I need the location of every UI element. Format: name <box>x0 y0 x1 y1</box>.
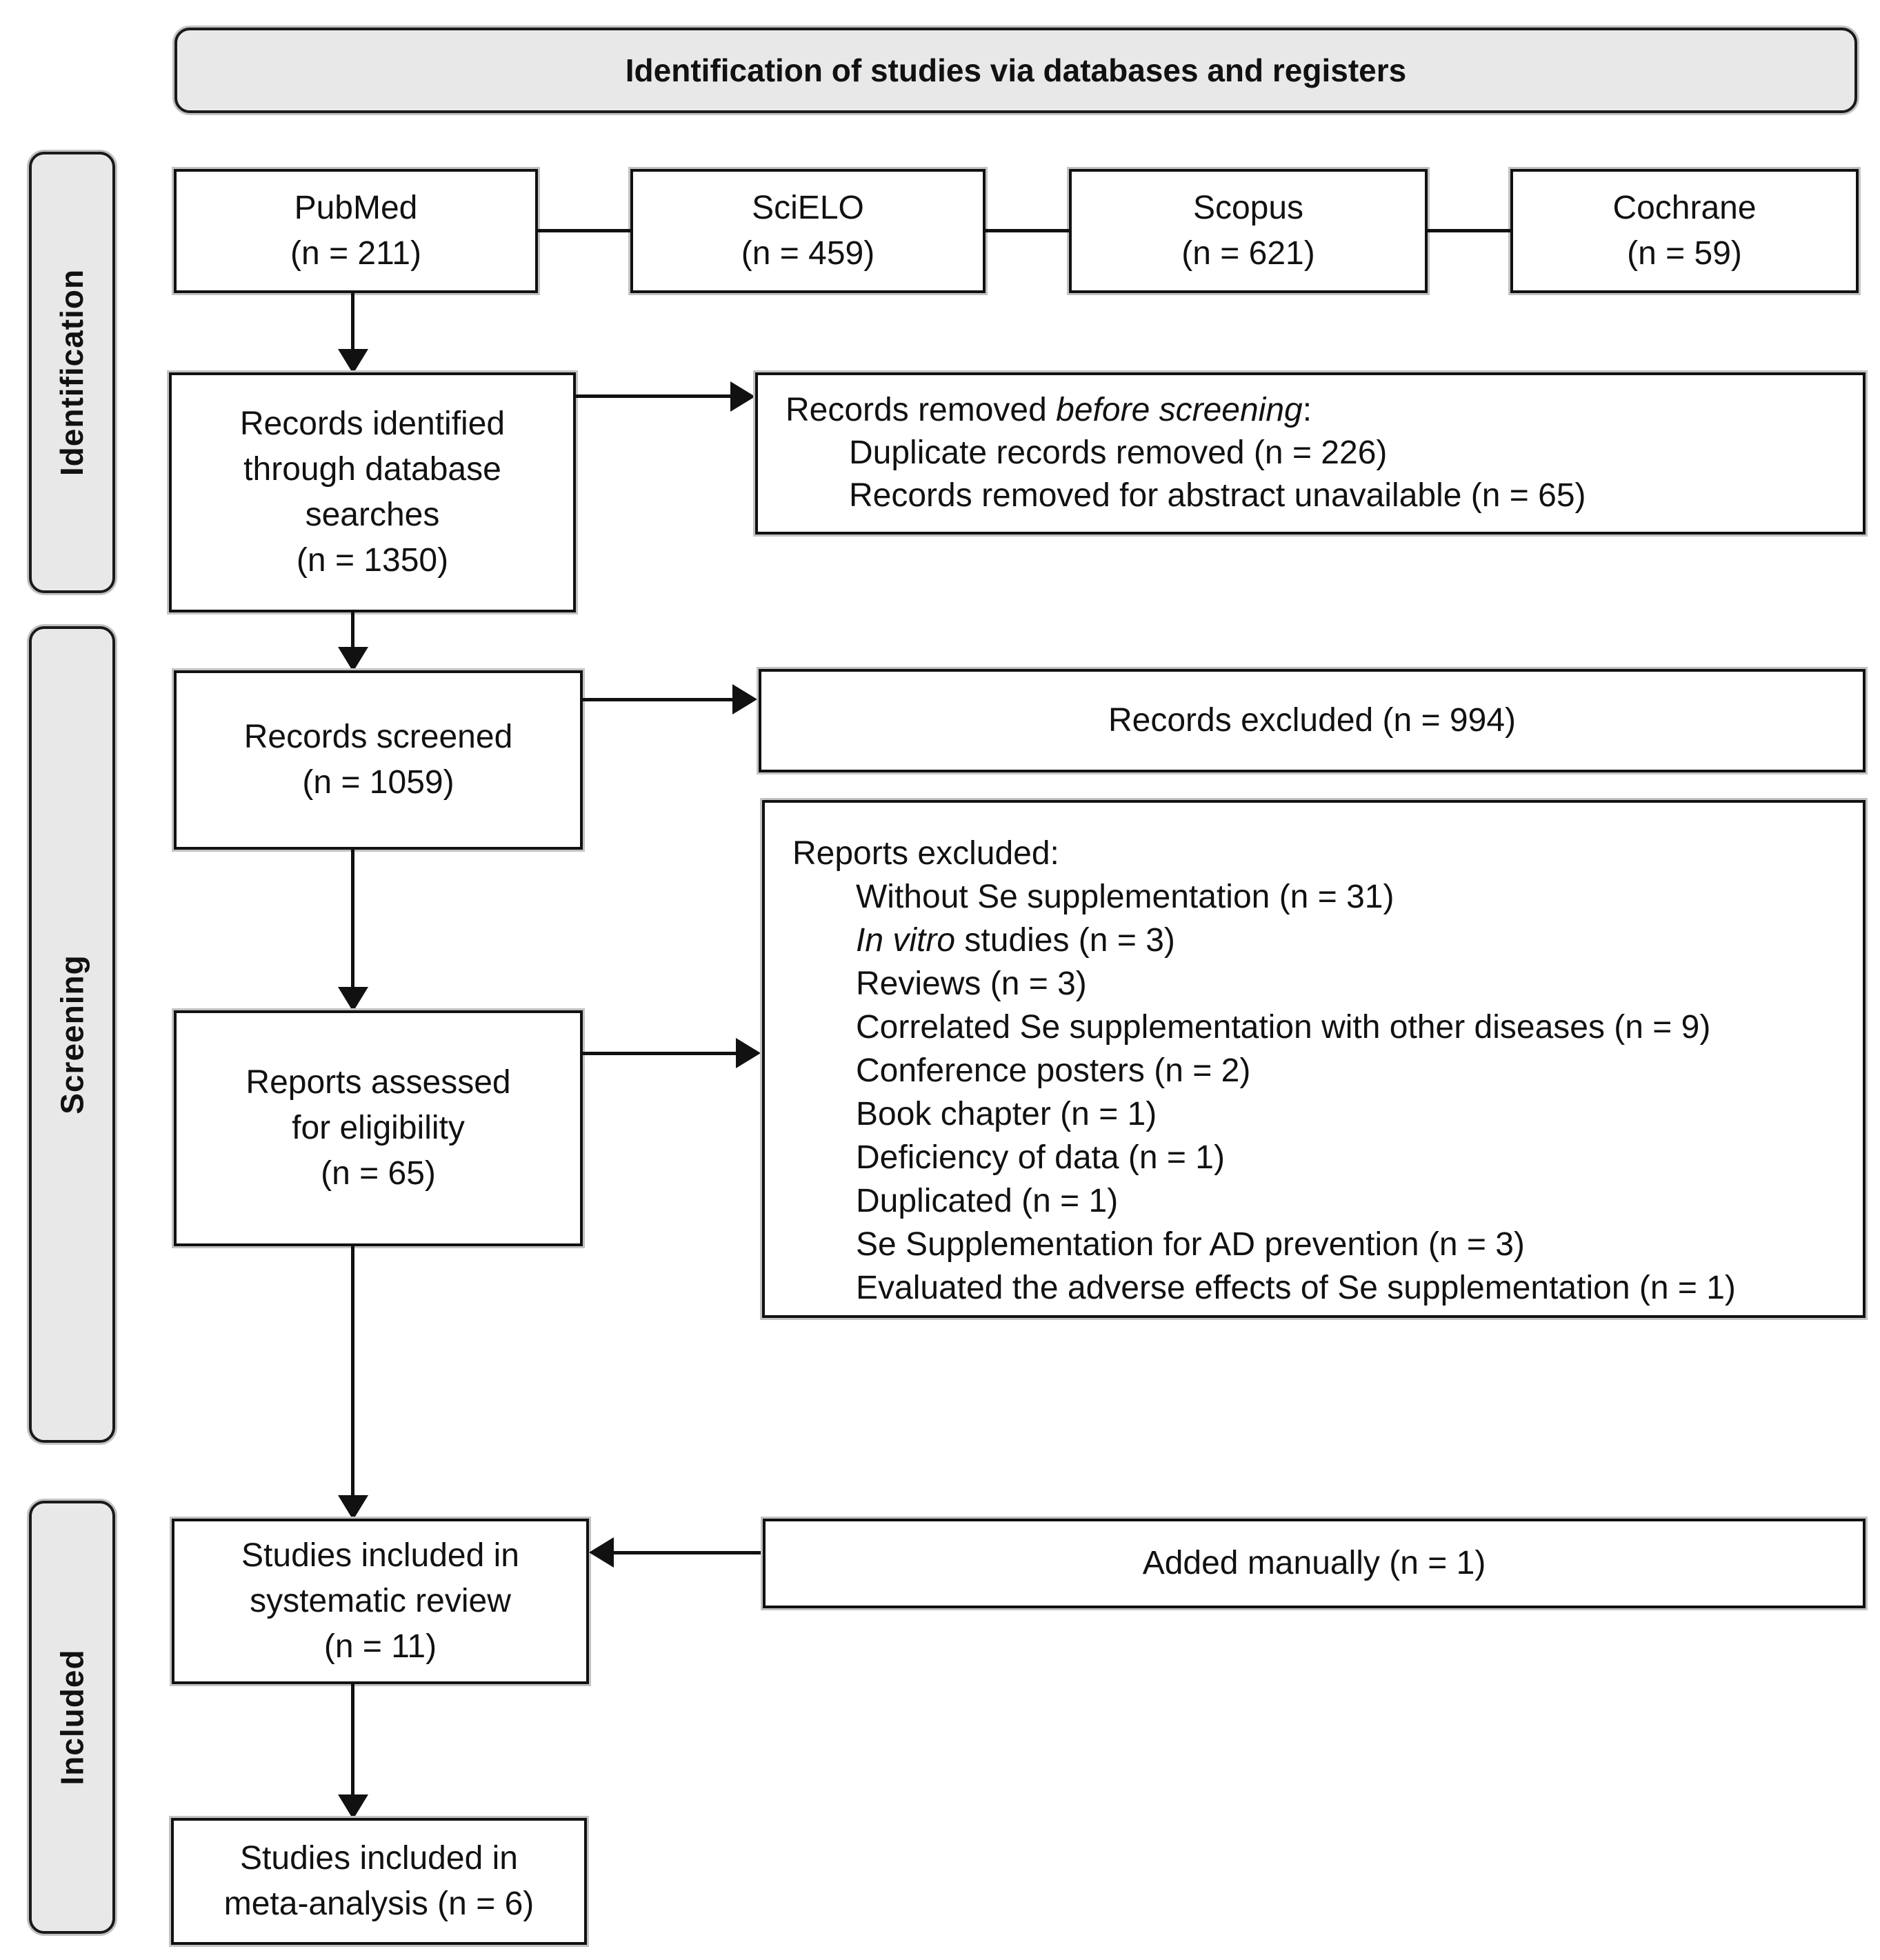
arrow-added-to-systematic <box>612 1551 763 1554</box>
scielo-label: SciELO (n = 459) <box>741 190 875 272</box>
arrow-right-head-icon <box>730 381 755 412</box>
stage-bar-identification: Identification <box>29 152 115 593</box>
arrow-down-head-icon <box>338 647 368 672</box>
stage-label-identification: Identification <box>54 268 90 477</box>
arrow-pubmed-to-identified <box>351 293 354 355</box>
reports-excluded-item: Conference posters (n = 2) <box>856 1052 1251 1089</box>
box-studies-meta: Studies included in meta-analysis (n = 6… <box>171 1818 587 1945</box>
pubmed-label: PubMed (n = 211) <box>290 190 421 272</box>
connector-scopus-cochrane <box>1428 229 1510 232</box>
arrow-screened-to-excluded <box>583 698 734 701</box>
cochrane-label: Cochrane (n = 59) <box>1612 190 1757 272</box>
arrow-down-head-icon <box>338 987 368 1012</box>
reports-excluded-item: In vitro studies (n = 3) <box>856 922 1175 959</box>
reports-excluded-item: Duplicated (n = 1) <box>856 1183 1119 1219</box>
records-removed-item: Duplicate records removed (n = 226) <box>849 434 1388 471</box>
box-database-pubmed: PubMed (n = 211) <box>174 169 538 293</box>
connector-scielo-scopus <box>986 229 1069 232</box>
reports-assessed-label: Reports assessed for eligibility (n = 65… <box>246 1064 511 1192</box>
arrow-assessed-to-reports-excluded <box>583 1052 738 1055</box>
added-manually-label: Added manually (n = 1) <box>1142 1545 1486 1581</box>
box-added-manually: Added manually (n = 1) <box>763 1519 1866 1608</box>
reports-excluded-item: Reviews (n = 3) <box>856 966 1087 1002</box>
box-records-identified: Records identified through database sear… <box>169 372 576 612</box>
reports-excluded-item: Without Se supplementation (n = 31) <box>856 879 1394 915</box>
connector-pubmed-scielo <box>538 229 630 232</box>
arrow-right-head-icon <box>732 684 757 714</box>
records-identified-label: Records identified through database sear… <box>239 406 506 579</box>
box-database-cochrane: Cochrane (n = 59) <box>1510 169 1859 293</box>
box-studies-systematic: Studies included in systematic review (n… <box>172 1519 589 1684</box>
stage-bar-included: Included <box>29 1501 115 1934</box>
records-removed-title: Records removed before screening: <box>786 392 1312 428</box>
arrow-assessed-to-systematic <box>351 1246 354 1501</box>
studies-meta-label: Studies included in meta-analysis (n = 6… <box>223 1840 534 1922</box>
stage-label-included: Included <box>54 1649 90 1786</box>
studies-systematic-label: Studies included in systematic review (n… <box>241 1537 519 1665</box>
diagram-title: Identification of studies via databases … <box>625 52 1407 88</box>
box-reports-assessed: Reports assessed for eligibility (n = 65… <box>174 1010 583 1246</box>
arrow-down-head-icon <box>338 1794 368 1819</box>
scopus-label: Scopus (n = 621) <box>1181 190 1315 272</box>
reports-excluded-item: Correlated Se supplementation with other… <box>856 1009 1711 1046</box>
reports-excluded-item: Deficiency of data (n = 1) <box>856 1139 1225 1176</box>
arrow-screened-to-assessed <box>351 850 354 991</box>
stage-label-screening: Screening <box>54 954 90 1114</box>
records-excluded-label: Records excluded (n = 994) <box>1108 702 1516 739</box>
arrow-down-head-icon <box>338 1495 368 1520</box>
arrow-systematic-to-meta <box>351 1684 354 1801</box>
box-records-screened: Records screened (n = 1059) <box>174 670 583 850</box>
box-database-scopus: Scopus (n = 621) <box>1069 169 1428 293</box>
reports-excluded-item: Book chapter (n = 1) <box>856 1096 1157 1132</box>
reports-excluded-item: Evaluated the adverse effects of Se supp… <box>856 1270 1736 1306</box>
box-database-scielo: SciELO (n = 459) <box>630 169 986 293</box>
arrow-left-head-icon <box>589 1537 614 1568</box>
arrow-identified-to-screened <box>351 612 354 654</box>
arrow-down-head-icon <box>338 349 368 374</box>
box-reports-excluded: Reports excluded: Without Se supplementa… <box>762 800 1866 1318</box>
box-records-removed: Records removed before screening: Duplic… <box>755 372 1866 534</box>
records-screened-label: Records screened (n = 1059) <box>243 719 513 801</box>
arrow-identified-to-removed <box>576 394 732 398</box>
arrow-right-head-icon <box>736 1038 761 1068</box>
stage-bar-screening: Screening <box>29 626 115 1443</box>
title-banner: Identification of studies via databases … <box>174 28 1857 113</box>
box-records-excluded: Records excluded (n = 994) <box>759 669 1866 772</box>
reports-excluded-item: Se Supplementation for AD prevention (n … <box>856 1226 1525 1263</box>
reports-excluded-title: Reports excluded: <box>792 835 1059 872</box>
records-removed-item: Records removed for abstract unavailable… <box>849 477 1586 514</box>
